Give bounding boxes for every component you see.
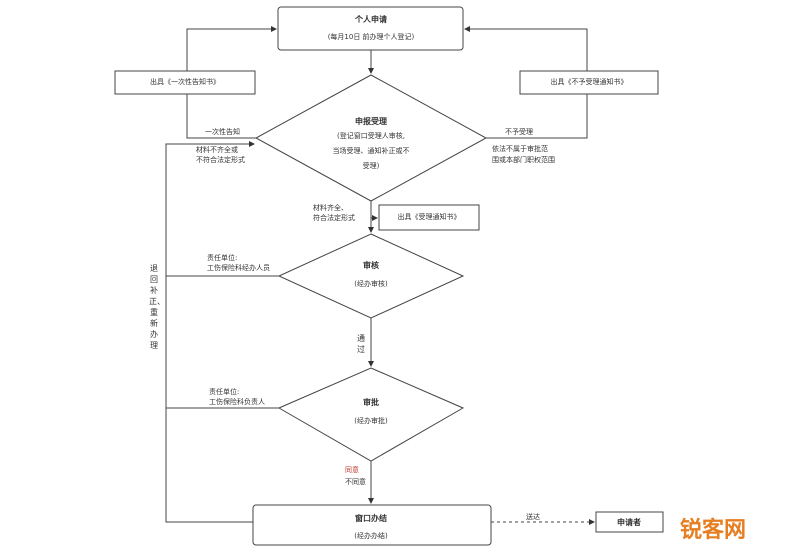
edge-label-out-scope: 依法不属于审批范 [492, 145, 548, 153]
applicant-label: 申请者 [617, 518, 641, 527]
review-title: 审核 [363, 261, 379, 270]
window-box [252, 504, 492, 546]
approve-responsible-label: 责任单位: [209, 388, 240, 396]
right-notice-box [519, 70, 659, 95]
approve-responsible-value: 工伤保险科负责人 [209, 398, 265, 406]
accept-line-1: (登记窗口受理人审核, [337, 132, 405, 140]
edge-label-deliver: 送达 [526, 513, 540, 521]
review-diamond [277, 233, 465, 319]
apply-subtitle: (每月10日 前办理个人登记) [327, 33, 415, 41]
edge-label-agree: 同意 [345, 466, 359, 474]
edge-label-out-authority: 围或本部门职权范围 [492, 156, 555, 164]
mid-notice-text: 出具《受理通知书》 [397, 213, 461, 221]
edge-label-nonconform: 不符合法定形式 [196, 156, 245, 164]
apply-box [277, 6, 464, 51]
accept-line-2: 当场受理、通知补正或不 [332, 147, 410, 155]
side-return-label: 退回补正、重新办理 [149, 264, 165, 350]
watermark-logo: 锐客网 [680, 518, 747, 543]
window-subtitle: (经办办结) [354, 532, 388, 540]
approve-title: 审批 [363, 398, 379, 407]
edge-label-incomplete: 材料不齐全或 [196, 146, 238, 154]
edge-label-complete: 材料齐全、 [313, 204, 348, 212]
accept-line-3: 受理) [362, 162, 380, 170]
edge-label-conform: 符合法定形式 [313, 214, 355, 222]
mid-notice-box [378, 204, 480, 231]
review-responsible-label: 责任单位: [207, 254, 238, 262]
right-notice-text: 出具《不予受理通知书》 [550, 78, 628, 86]
review-responsible-value: 工伤保险科经办人员 [207, 264, 270, 272]
left-notice-text: 出具《一次性告知书》 [150, 78, 220, 86]
edge-label-disagree: 不同意 [345, 478, 366, 486]
left-notice-box [114, 70, 256, 95]
applicant-box [595, 511, 664, 533]
approve-diamond [277, 367, 465, 462]
accept-title: 申报受理 [355, 117, 387, 126]
edge-label-reject: 不予受理 [505, 128, 533, 136]
window-title: 窗口办结 [355, 514, 387, 523]
edge-label-pass: 通过 [357, 334, 365, 354]
review-subtitle: (经办审核) [354, 280, 388, 288]
approve-subtitle: (经办审批) [354, 417, 388, 425]
edge-label-once-notice: 一次性告知 [205, 128, 240, 136]
apply-title: 个人申请 [355, 15, 387, 24]
